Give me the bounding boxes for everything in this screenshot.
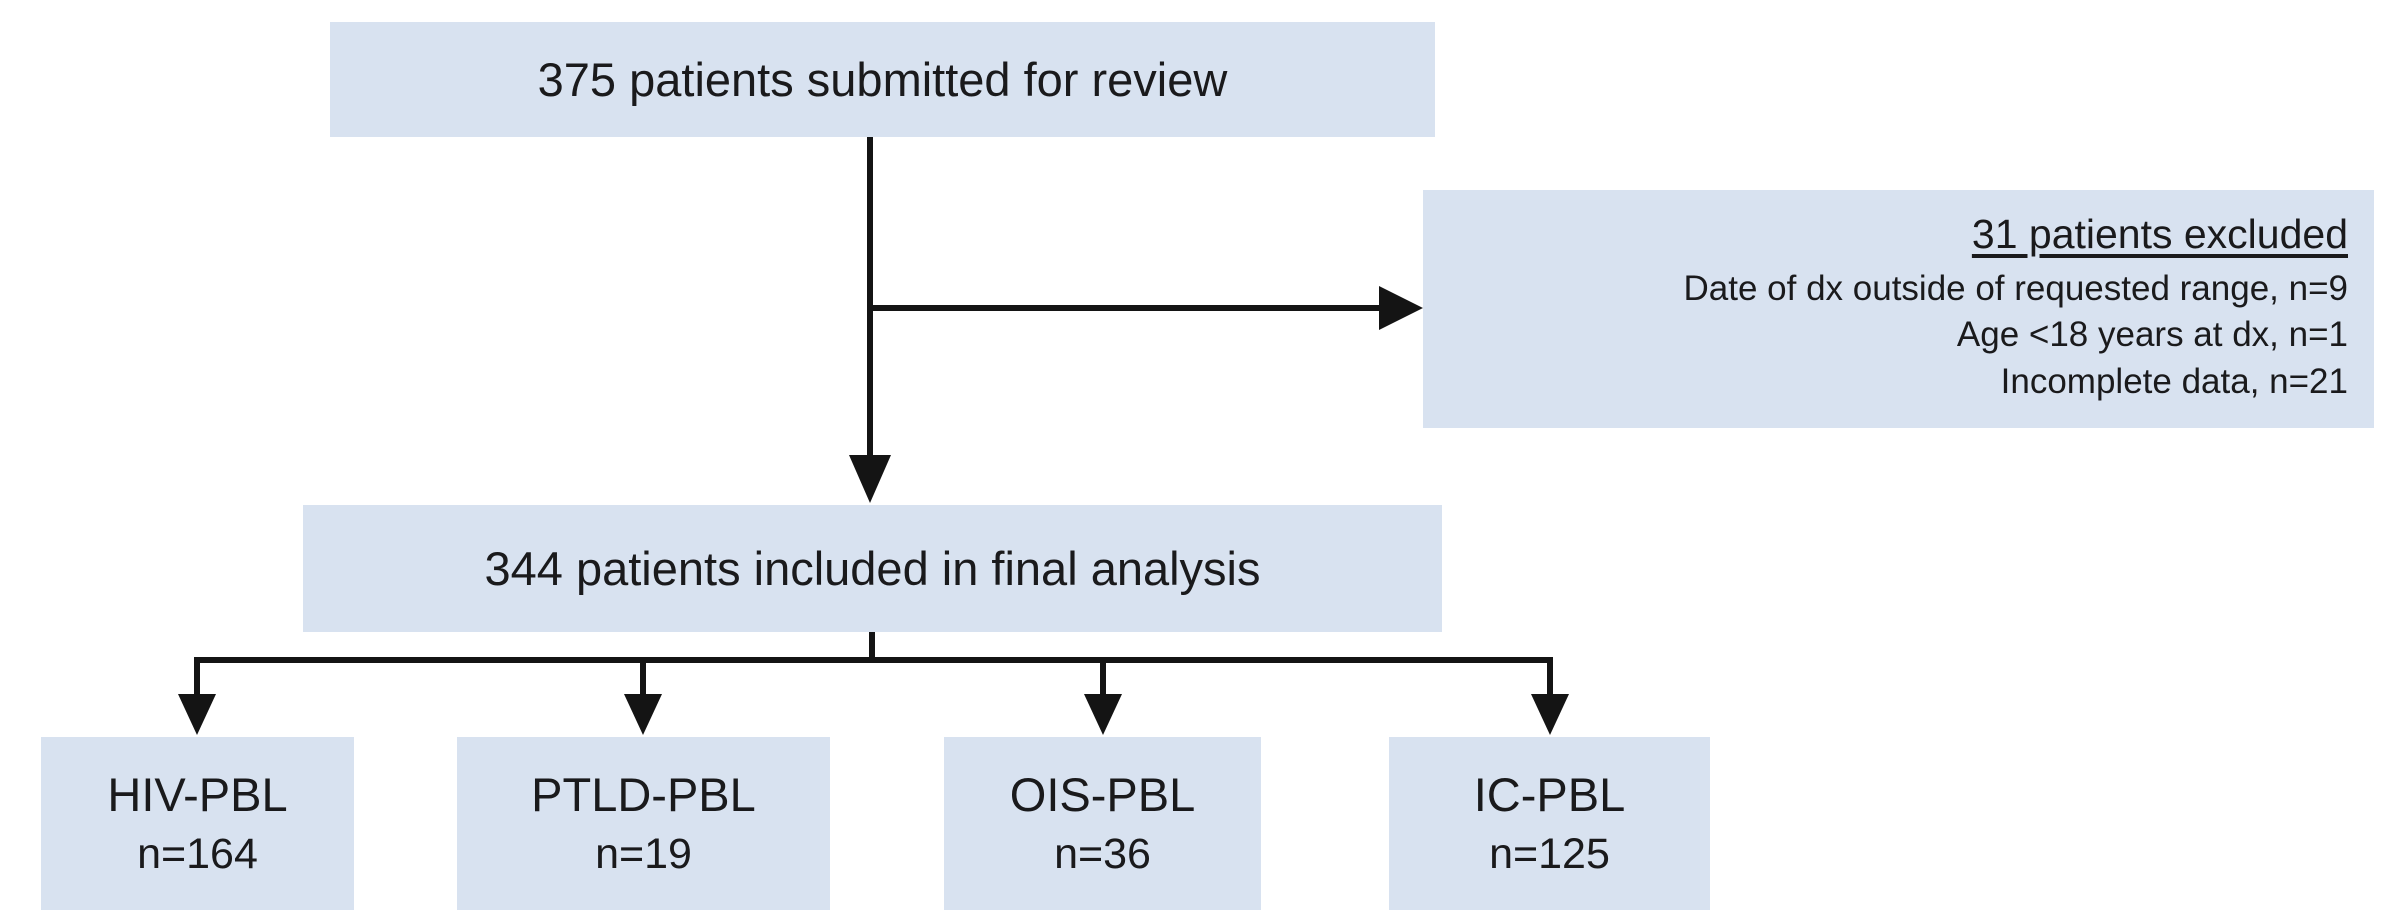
group-count: n=164 [137,829,258,878]
excluded-reason-age: Age <18 years at dx, n=1 [1956,315,2348,355]
arrowhead-down-hiv [178,694,216,735]
excluded-reason-date-range: Date of dx outside of requested range, n… [1683,269,2349,309]
box-group-hiv-pbl: HIV-PBL n=164 [41,737,354,910]
group-name: HIV-PBL [107,767,288,821]
box-patients-excluded: 31 patients excluded Date of dx outside … [1423,190,2374,428]
group-count: n=125 [1489,829,1610,878]
arrowhead-right-excluded [1379,286,1423,330]
patients-submitted-label: 375 patients submitted for review [537,53,1228,106]
arrowhead-down-included [849,455,891,503]
box-group-ois-pbl: OIS-PBL n=36 [944,737,1261,910]
group-count: n=36 [1054,829,1151,878]
box-patients-included: 344 patients included in final analysis [303,505,1442,632]
group-name: OIS-PBL [1009,767,1196,821]
box-patients-submitted: 375 patients submitted for review [330,22,1435,137]
excluded-title: 31 patients excluded [1971,211,2348,258]
group-name: IC-PBL [1473,767,1626,821]
excluded-reason-incomplete-data: Incomplete data, n=21 [2000,361,2348,401]
arrowhead-down-ptld [624,694,662,735]
group-name: PTLD-PBL [531,767,756,821]
group-count: n=19 [595,829,692,878]
patients-included-label: 344 patients included in final analysis [484,542,1261,595]
box-group-ptld-pbl: PTLD-PBL n=19 [457,737,830,910]
arrowhead-down-ois [1084,694,1122,735]
arrowhead-down-ic [1531,694,1569,735]
box-group-ic-pbl: IC-PBL n=125 [1389,737,1710,910]
